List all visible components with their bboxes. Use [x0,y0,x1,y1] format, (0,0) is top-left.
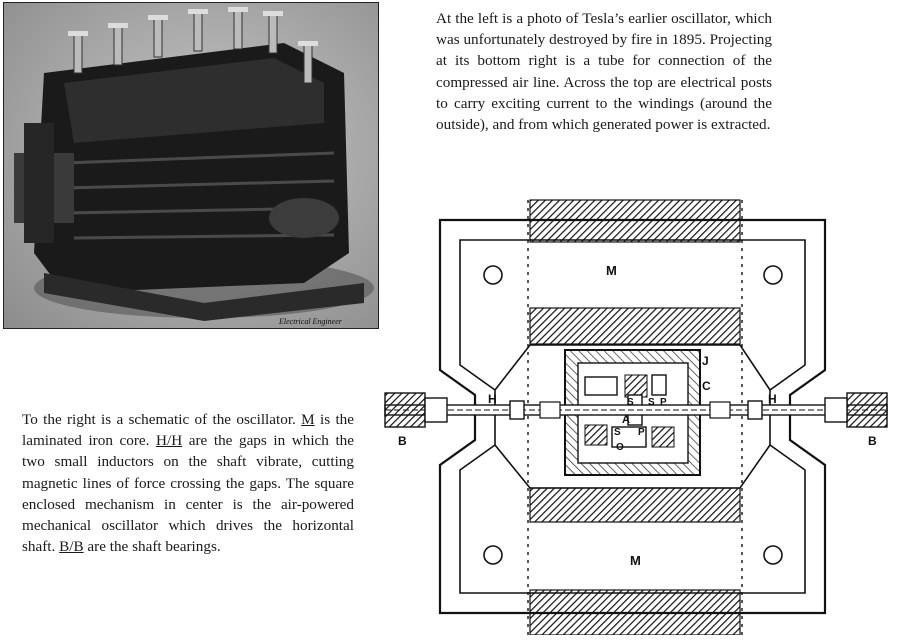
label-p2: P [638,427,645,438]
desc-part-2: is the laminated iron core. [22,411,355,450]
photo-description: At the left is a photo of Tesla’s earlie… [436,10,772,134]
label-h-left: H [488,392,497,406]
label-a: A [622,414,630,426]
label-m-top: M [606,263,617,278]
schematic-description: To the right is a schematic of the oscil… [22,409,354,557]
label-j: J [702,354,709,368]
oscillator-photo: Electrical Engineer [3,2,379,329]
label-s2: S [648,397,655,408]
label-b-right: B [868,434,877,448]
oscillator-schematic: M M H H B B J C A S S S P P O [380,195,892,636]
label-s1: S [627,397,634,408]
desc-part-1: To the right is a schematic of the oscil… [22,411,296,428]
label-bb-ref: B/B [59,538,84,556]
photo-caption: Electrical Engineer [278,317,343,326]
label-o: O [616,442,624,453]
label-s3: S [614,427,621,438]
label-p1: P [660,397,667,408]
label-m-bottom: M [630,553,641,568]
label-b-left: B [398,434,407,448]
label-m-ref: M [301,411,315,428]
desc-part-4: are the shaft bearings. [87,538,221,556]
label-hh-ref: H/H [156,432,183,450]
label-h-right: H [768,392,777,406]
desc-part-3: are the gaps in which the two small indu… [22,432,355,556]
label-c: C [702,379,711,393]
